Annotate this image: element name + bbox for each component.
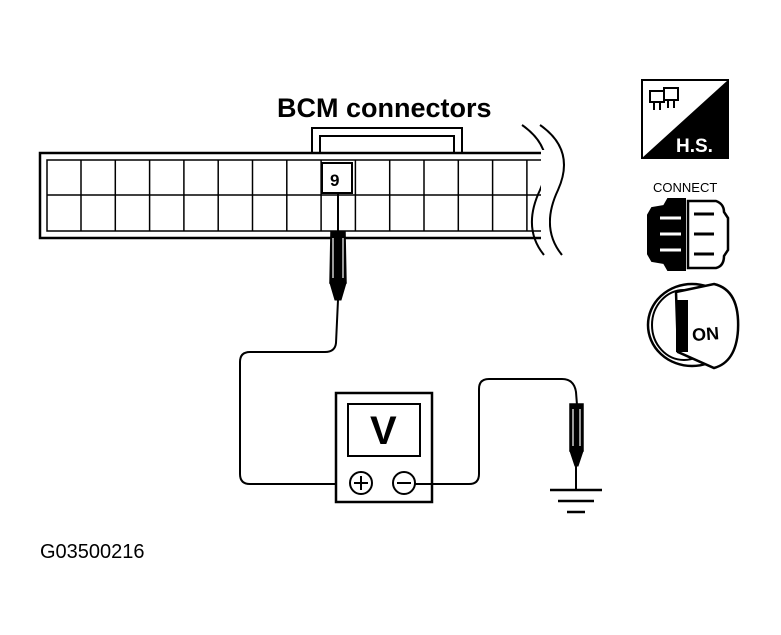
connector-pin-grid [47,160,545,231]
harness-hs-icon: H.S. [641,79,729,159]
harness-hs-label: H.S. [676,136,713,157]
pin-9-label: 9 [330,171,339,190]
connect-label: CONNECT [653,180,717,195]
voltmeter-display [347,403,421,457]
negative-lead-wire [415,378,578,485]
negative-probe [569,403,584,489]
voltmeter-label: V [370,409,397,453]
pin-9-cell [321,162,353,194]
connector-lock-tab [311,127,463,154]
ignition-on-label: ON [691,323,719,345]
connector-break-lines [521,124,565,256]
positive-probe [329,194,347,301]
positive-lead-wire [239,299,346,485]
voltmeter: V [334,391,434,504]
ignition-key-on-icon: ON [646,282,740,370]
figure-reference: G03500216 [40,541,145,563]
ground-icon [550,488,602,514]
connector-title: BCM connectors [277,93,492,123]
connect-icon: CONNECT [647,180,730,271]
